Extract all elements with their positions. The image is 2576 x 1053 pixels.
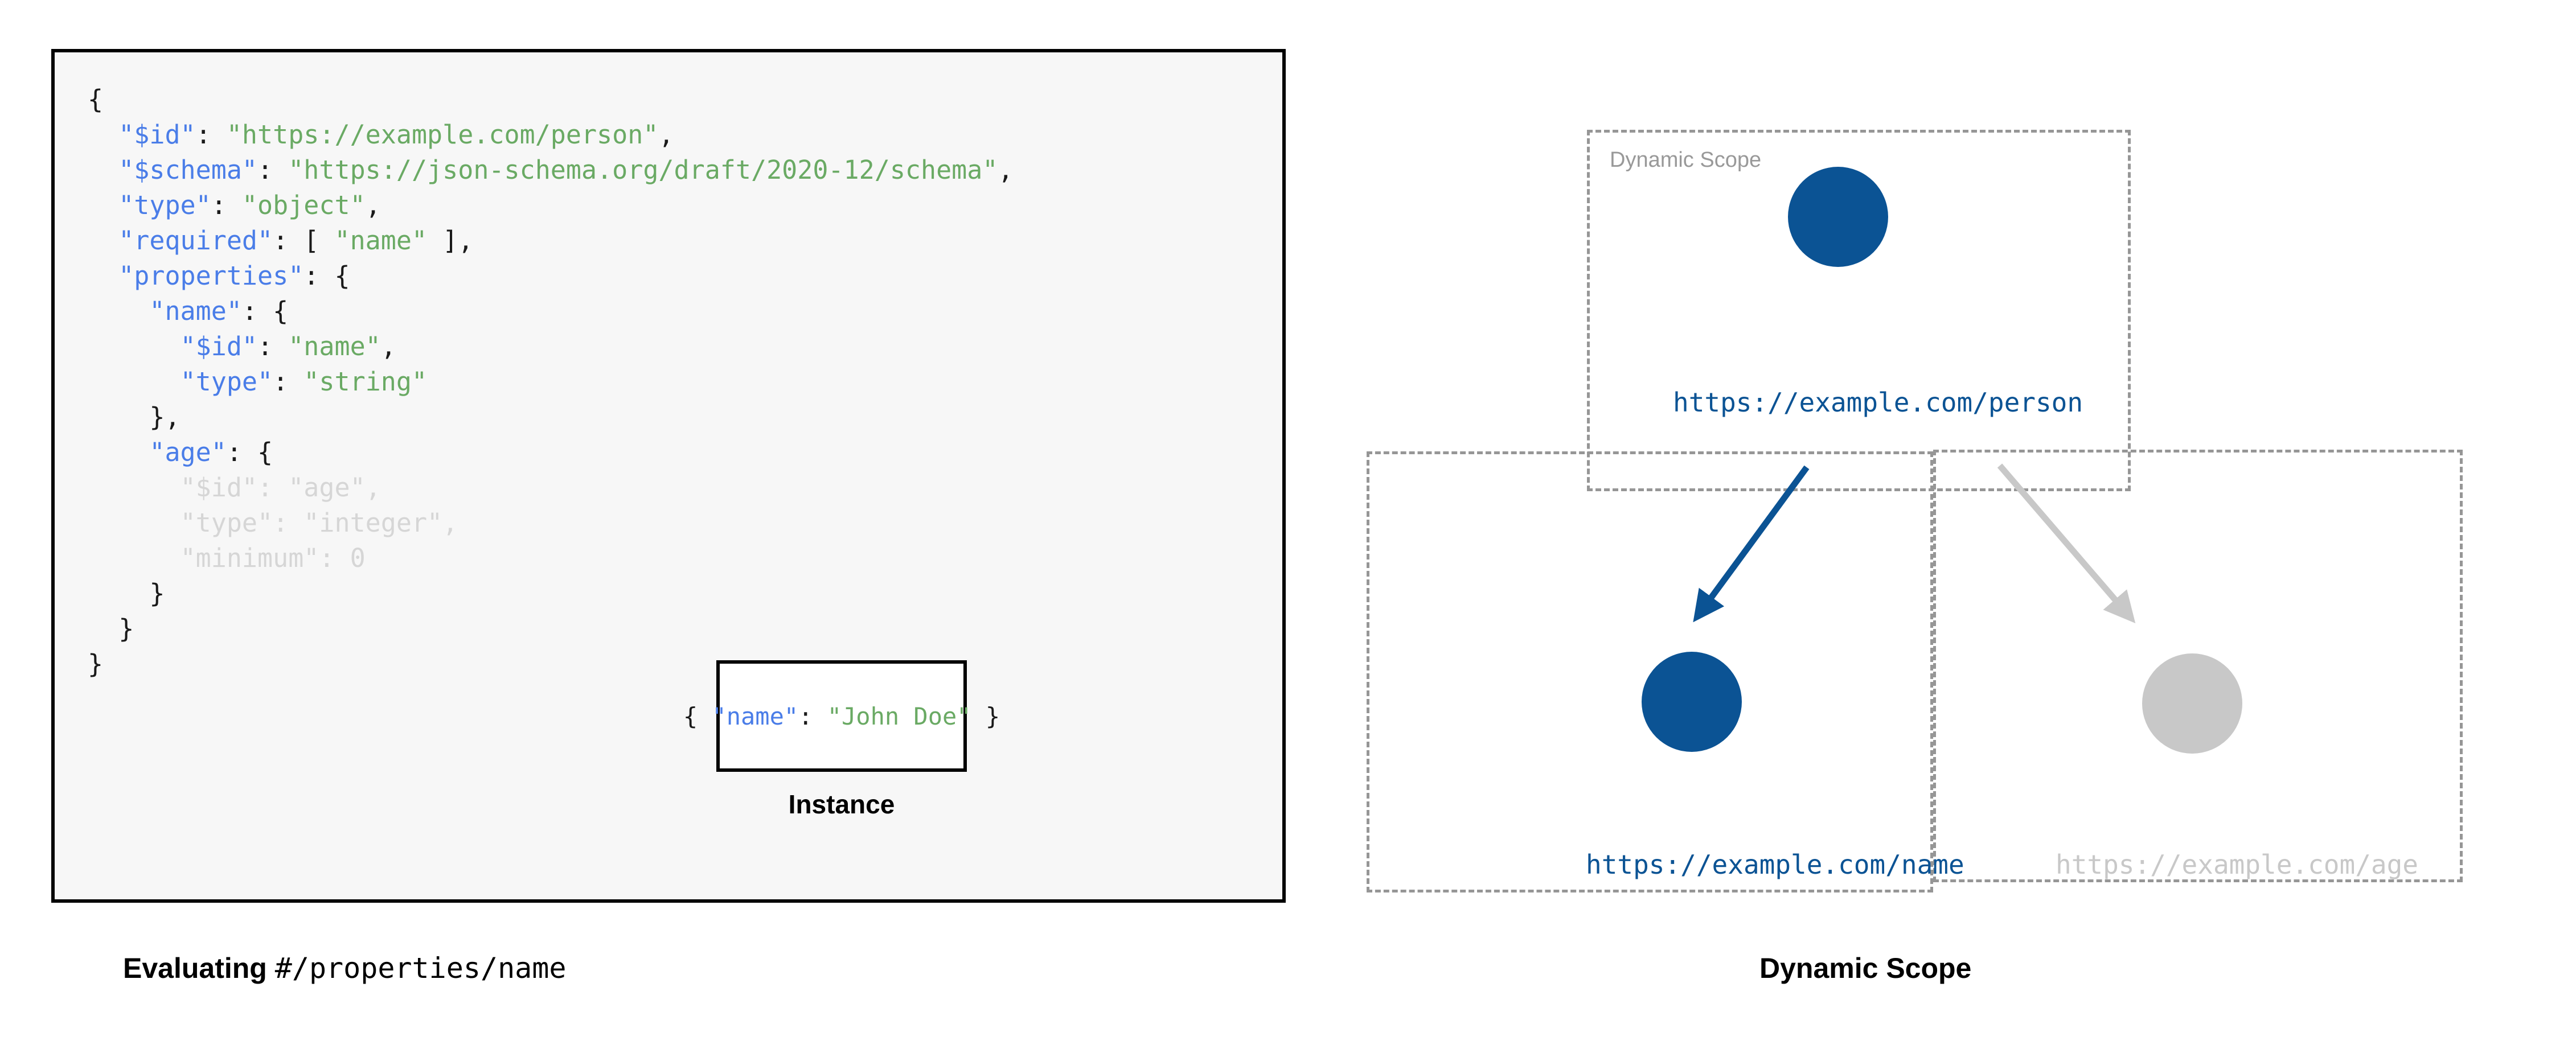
code-line: "name": { xyxy=(88,294,1014,329)
instance-caption: Instance xyxy=(788,789,895,819)
code-token-key: "required" xyxy=(118,225,273,256)
code-token-str: "https://example.com/person" xyxy=(226,120,659,150)
code-line: "$id": "https://example.com/person", xyxy=(88,117,1014,153)
code-token-punct: { xyxy=(88,84,104,114)
code-token-punct: : xyxy=(319,543,350,573)
code-line: }, xyxy=(88,400,1014,435)
code-line: "type": "integer", xyxy=(88,505,1014,541)
code-token-str: "string" xyxy=(303,367,428,397)
code-token-punct: : [ xyxy=(273,225,335,256)
node-circle-name xyxy=(1642,652,1742,752)
code-line: } xyxy=(88,647,1014,682)
code-token-key: "age" xyxy=(149,437,227,467)
code-token-punct: : xyxy=(273,367,304,397)
code-line: "$id": "name", xyxy=(88,329,1014,364)
code-token-key: "minimum" xyxy=(180,543,319,573)
code-token-punct: , xyxy=(365,190,381,220)
code-line: "properties": { xyxy=(88,258,1014,294)
caption-left: Evaluating #/properties/name xyxy=(123,952,566,985)
code-line: "type": "string" xyxy=(88,364,1014,400)
instance-token-str: "John Doe" xyxy=(827,702,971,730)
code-line: } xyxy=(88,611,1014,647)
code-token-str: "age" xyxy=(288,472,366,503)
code-token-str: "name" xyxy=(334,225,428,256)
code-line: } xyxy=(88,576,1014,611)
node-circle-person xyxy=(1788,167,1888,267)
code-token-key: "$id" xyxy=(180,331,258,361)
code-token-key: "type" xyxy=(180,367,273,397)
code-token-str: "https://json-schema.org/draft/2020-12/s… xyxy=(288,155,998,185)
scope-box-age xyxy=(1933,450,2463,882)
code-token-num: 0 xyxy=(350,543,366,573)
node-label-name: https://example.com/name xyxy=(1586,849,1964,880)
code-token-punct: } xyxy=(149,578,165,608)
code-line: "minimum": 0 xyxy=(88,541,1014,576)
schema-code: { "$id": "https://example.com/person", "… xyxy=(88,82,1014,682)
code-token-punct: , xyxy=(380,331,396,361)
code-token-str: "integer" xyxy=(303,508,443,538)
scope-box-person xyxy=(1587,130,2131,491)
code-token-key: "type" xyxy=(118,190,211,220)
code-token-punct: : xyxy=(257,155,289,185)
code-token-str: "object" xyxy=(241,190,366,220)
code-token-key: "type" xyxy=(180,508,273,538)
code-token-punct: } xyxy=(88,649,104,679)
code-token-key: "$schema" xyxy=(118,155,258,185)
code-token-punct: , xyxy=(365,472,381,503)
instance-token-punct: } xyxy=(971,702,1000,730)
code-line: "required": [ "name" ], xyxy=(88,223,1014,258)
instance-token-punct: : xyxy=(798,702,827,730)
caption-left-pointer: #/properties/name xyxy=(274,952,567,985)
code-token-key: "properties" xyxy=(118,261,304,291)
code-token-punct: : { xyxy=(303,261,350,291)
code-line: { xyxy=(88,82,1014,117)
instance-token-key: "name" xyxy=(712,702,799,730)
code-token-punct: : { xyxy=(241,296,289,326)
code-token-key: "$id" xyxy=(180,472,258,503)
code-token-punct: : xyxy=(257,331,289,361)
code-token-punct: : xyxy=(211,190,242,220)
code-line: "age": { xyxy=(88,435,1014,470)
caption-right: Dynamic Scope xyxy=(1759,952,1972,984)
code-token-key: "name" xyxy=(149,296,242,326)
code-token-punct: : xyxy=(195,120,227,150)
code-token-key: "$id" xyxy=(118,120,196,150)
node-label-person: https://example.com/person xyxy=(1673,387,2083,418)
instance-group: { "name": "John Doe" } Instance xyxy=(683,660,1000,820)
code-token-punct: : xyxy=(257,472,289,503)
code-token-punct: : { xyxy=(226,437,273,467)
code-token-punct: ], xyxy=(427,225,474,256)
caption-left-bold: Evaluating xyxy=(123,952,275,984)
scope-box-label: Dynamic Scope xyxy=(1610,148,1762,172)
code-token-str: "name" xyxy=(288,331,381,361)
code-line: "$id": "age", xyxy=(88,470,1014,505)
code-line: "$schema": "https://json-schema.org/draf… xyxy=(88,153,1014,188)
code-line: "type": "object", xyxy=(88,188,1014,223)
code-token-punct: } xyxy=(118,614,134,644)
node-label-age: https://example.com/age xyxy=(2056,849,2418,880)
instance-box: { "name": "John Doe" } xyxy=(683,660,1000,772)
dynamic-scope-diagram: Dynamic Scope https://example.com/person… xyxy=(1327,34,2534,922)
code-token-punct: , xyxy=(998,155,1014,185)
code-token-punct: , xyxy=(442,508,458,538)
instance-token-punct: { xyxy=(683,702,712,730)
json-schema-code-panel: { "$id": "https://example.com/person", "… xyxy=(51,49,1286,903)
code-token-punct: }, xyxy=(149,402,181,432)
node-circle-age xyxy=(2142,653,2242,754)
code-token-punct: : xyxy=(273,508,304,538)
code-token-punct: , xyxy=(658,120,674,150)
scope-box-name xyxy=(1367,451,1933,892)
